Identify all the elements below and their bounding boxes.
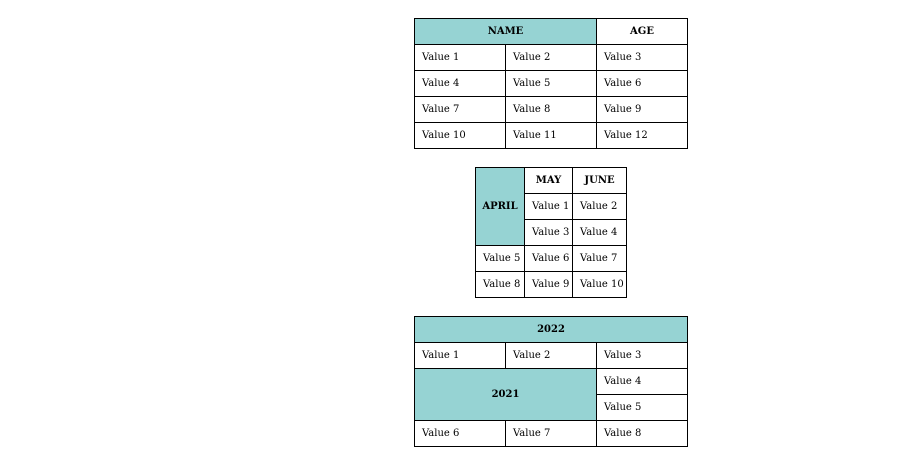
table-row: Value 6 Value 7 Value 8 [414, 420, 689, 447]
table-row: Value 8 Value 9 Value 10 [475, 271, 627, 298]
table-header-row: APRIL MAY JUNE [475, 167, 627, 246]
header-name: NAME [414, 18, 597, 45]
table-cell: Value 8 [595, 420, 689, 447]
table-cell: Value 5 [505, 70, 597, 97]
header-may: MAY [524, 167, 573, 194]
table-cell: Value 5 [475, 245, 525, 272]
table-cell: Value 3 [596, 44, 688, 71]
table-row: Value 7 Value 8 Value 9 [414, 96, 688, 123]
table-cell: Value 11 [505, 122, 597, 149]
table-cell: Value 4 [572, 219, 627, 246]
table-cell: Value 1 [414, 342, 506, 369]
table-cell: Value 7 [414, 96, 506, 123]
table-cell: Value 2 [505, 44, 597, 71]
table-row: Value 1 Value 2 Value 3 [414, 44, 688, 71]
name-age-table: NAME AGE Value 1 Value 2 Value 3 Value 4… [414, 18, 688, 149]
table-row: Value 5 [415, 394, 689, 421]
merged-label-2021: 2021 [414, 368, 597, 421]
table-cell: Value 2 [505, 342, 597, 369]
table-cell: Value 8 [475, 271, 525, 298]
header-age: AGE [596, 18, 688, 45]
april-may-june-table: APRIL MAY JUNE Value 1 Value 2 Value 3 V… [475, 167, 627, 298]
table-cell: Value 2 [572, 193, 627, 220]
table-cell: Value 8 [505, 96, 597, 123]
header-april: APRIL [475, 167, 525, 246]
header-2022: 2022 [413, 316, 689, 343]
table-cell: Value 12 [596, 122, 688, 149]
table-row: Value 5 Value 6 Value 7 [475, 245, 627, 272]
table-cell: Value 3 [595, 342, 689, 369]
table-cell: Value 7 [572, 245, 627, 272]
table-cell: Value 3 [524, 219, 573, 246]
table-cell: Value 7 [505, 420, 597, 447]
table-cell: Value 6 [524, 245, 573, 272]
table-cell: Value 6 [596, 70, 688, 97]
table-cell: Value 1 [524, 193, 573, 220]
table-cell: Value 5 [595, 394, 689, 421]
table-row: Value 4 Value 5 Value 6 [414, 70, 688, 97]
table-cell: Value 10 [572, 271, 627, 298]
table-row: Value 1 Value 2 Value 3 [414, 342, 689, 369]
table-header-row: NAME AGE [414, 18, 688, 45]
table-cell: Value 9 [524, 271, 573, 298]
table-cell: Value 4 [595, 368, 689, 395]
table-row: Value 10 Value 11 Value 12 [414, 122, 688, 149]
year-2022-table: 2022 Value 1 Value 2 Value 3 2021 Value … [413, 316, 689, 447]
table-row: 2021 Value 4 [414, 368, 689, 421]
table-cell: Value 1 [414, 44, 506, 71]
table-header-row: 2022 [413, 316, 689, 343]
header-june: JUNE [572, 167, 627, 194]
table-cell: Value 10 [414, 122, 506, 149]
table-cell: Value 4 [414, 70, 506, 97]
table-cell: Value 6 [414, 420, 506, 447]
table-cell: Value 9 [596, 96, 688, 123]
